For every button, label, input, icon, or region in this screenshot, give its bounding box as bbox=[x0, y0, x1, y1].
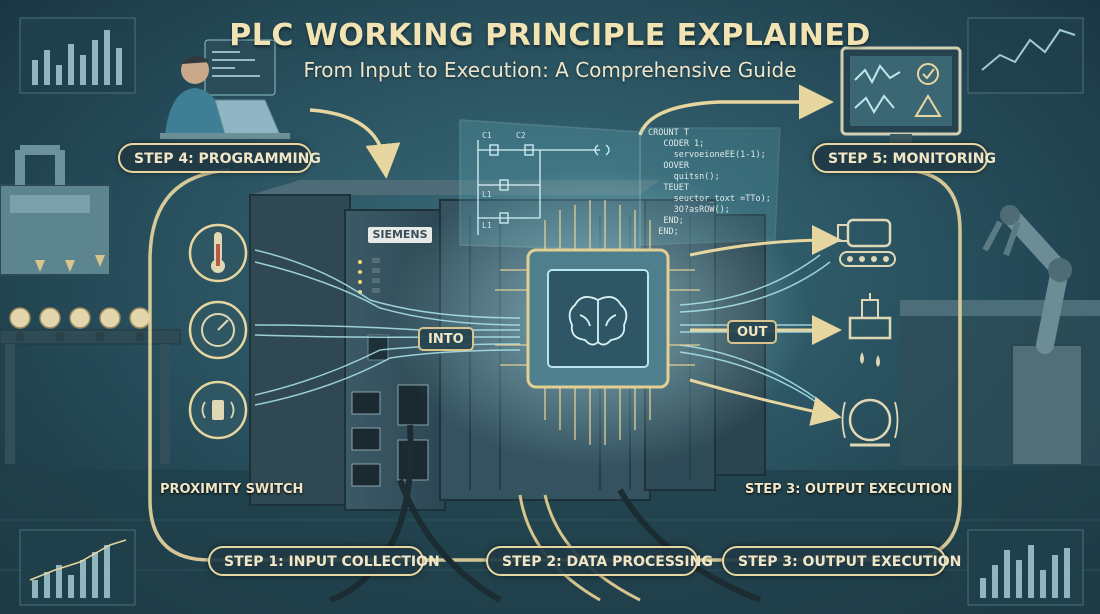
output-execution-side-label: STEP 3: OUTPUT EXECUTION bbox=[745, 482, 953, 497]
factory-machine-left bbox=[0, 145, 181, 464]
programmer-figure bbox=[160, 39, 290, 139]
proximity-sensor-icon bbox=[188, 380, 248, 440]
processor-chip bbox=[526, 248, 670, 389]
code-line: END; bbox=[648, 227, 679, 237]
proximity-switch-label: PROXIMITY SWITCH bbox=[160, 482, 304, 497]
alarm-bell-icon bbox=[841, 398, 899, 447]
mini-chart-bottom-left bbox=[19, 529, 136, 606]
solenoid-valve-icon bbox=[848, 293, 892, 367]
code-line: TEUET bbox=[648, 183, 689, 193]
pressure-gauge-icon bbox=[188, 300, 248, 360]
mini-chart-bottom-right bbox=[967, 529, 1084, 606]
input-into-tag: INTO bbox=[418, 327, 474, 351]
mini-chart-top-right bbox=[967, 17, 1084, 94]
code-line: CROUNT T bbox=[648, 128, 689, 138]
thermometer-icon bbox=[188, 223, 248, 283]
code-line: END; bbox=[648, 216, 684, 226]
ladder-label-l1b: L1 bbox=[482, 221, 492, 230]
robot-arm-right bbox=[900, 205, 1100, 466]
output-out-tag: OUT bbox=[727, 320, 778, 344]
ladder-label-l1a: L1 bbox=[482, 190, 492, 199]
step-monitoring-badge: STEP 5: MONITORING bbox=[812, 143, 996, 173]
code-line: quitsn(); bbox=[648, 172, 720, 182]
ladder-label-c1: C1 bbox=[482, 131, 492, 140]
step-output-badge: STEP 3: OUTPUT EXECUTION bbox=[722, 546, 961, 576]
code-hologram: CROUNT T CODER 1; servoeioneEE(1-1); OOV… bbox=[648, 128, 778, 238]
ladder-label-c2: C2 bbox=[516, 131, 526, 140]
code-line: seuctor_toxt =TTo); bbox=[648, 194, 771, 204]
step-input-badge: STEP 1: INPUT COLLECTION bbox=[208, 546, 440, 576]
code-line: CODER 1; bbox=[648, 139, 705, 149]
page-title: PLC WORKING PRINCIPLE EXPLAINED bbox=[229, 18, 871, 53]
monitoring-screen bbox=[840, 46, 962, 144]
step-processing-badge: STEP 2: DATA PROCESSING bbox=[486, 546, 713, 576]
motor-conveyor-icon bbox=[837, 218, 896, 267]
code-line: 3O?asROW(); bbox=[648, 205, 730, 215]
code-line: OOVER bbox=[648, 161, 689, 171]
plc-brand-label: SIEMENS bbox=[368, 227, 432, 243]
step-programming-badge: STEP 4: PROGRAMMING bbox=[118, 143, 321, 173]
code-line: servoeioneEE(1-1); bbox=[648, 150, 766, 160]
brain-chip-icon bbox=[568, 296, 628, 346]
processor-pins bbox=[495, 200, 700, 445]
page-subtitle: From Input to Execution: A Comprehensive… bbox=[303, 58, 797, 82]
mini-chart-top-left bbox=[19, 17, 136, 94]
